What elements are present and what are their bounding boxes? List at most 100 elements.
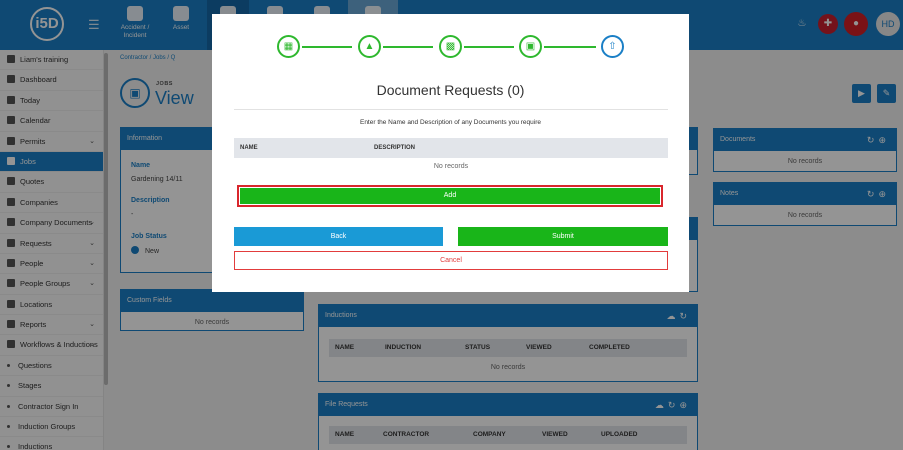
empty-message: No records [787, 212, 823, 219]
breadcrumb[interactable]: Contractor / Jobs / Q [120, 55, 176, 61]
step-calendar-icon[interactable]: ▦ [277, 35, 300, 58]
add-button[interactable]: Add [240, 188, 660, 204]
sidebar-item-label: Company Documents [20, 218, 93, 228]
report-icon [7, 320, 15, 329]
sidebar-item-label: Jobs [20, 156, 36, 166]
sidebar-item[interactable]: Calendar [0, 111, 103, 132]
sidebar-item[interactable]: Locations [0, 295, 103, 316]
panel-title: Documents [720, 136, 756, 143]
page-subtitle: JOBS [156, 81, 173, 87]
sidebar-item[interactable]: Contractor Sign In [0, 397, 103, 418]
menu-icon[interactable]: ☰ [88, 17, 100, 32]
column-header[interactable]: NAME [335, 344, 355, 351]
sidebar-item[interactable]: Requests⌄ [0, 234, 103, 254]
module-accident-incident[interactable]: Accident / Incident [115, 0, 155, 50]
submit-button[interactable]: Submit [458, 227, 668, 246]
step-document-icon[interactable]: ▩ [439, 35, 462, 58]
refresh-add-icons[interactable]: ↻⊕ [866, 135, 890, 145]
first-aid-icon [127, 6, 143, 21]
column-header[interactable]: STATUS [465, 344, 491, 351]
sidebar-item[interactable]: People ⌄ [0, 254, 103, 275]
requests-table-header: NAME DESCRIPTION [234, 138, 668, 158]
sidebar-item-label: Questions [18, 360, 52, 370]
sidebar-item-label: Locations [20, 299, 53, 309]
panel-header: Inductions ☁↻ [319, 305, 697, 327]
step-connector [464, 46, 514, 48]
module-asset[interactable]: Asset [160, 0, 202, 50]
location-icon [7, 299, 15, 308]
edit-button[interactable]: ✎ [877, 84, 896, 103]
panel-header: Custom Fields [121, 290, 303, 312]
chevron-down-icon: ⌄ [89, 341, 95, 349]
workflow-icon [7, 340, 15, 349]
column-header[interactable]: INDUCTION [385, 344, 422, 351]
request-icon [7, 238, 15, 247]
app-logo[interactable]: i5D [30, 7, 64, 41]
inductions-panel: Inductions ☁↻ NAME INDUCTION STATUS VIEWE… [318, 304, 698, 382]
upload-refresh-add-icons[interactable]: ☁↻⊕ [654, 400, 691, 410]
modal-title: Document Requests (0) [376, 82, 525, 98]
step-connector [544, 46, 596, 48]
column-header[interactable]: COMPLETED [589, 344, 630, 351]
step-upload-icon[interactable]: ⇧ [601, 35, 624, 58]
sidebar-item[interactable]: Quotes [0, 172, 103, 193]
add-button-highlight: Add [237, 185, 663, 207]
column-header-name[interactable]: NAME [240, 145, 258, 151]
upload-refresh-icons[interactable]: ☁↻ [666, 311, 691, 321]
name-value: Gardening 14/11 [131, 176, 183, 183]
user-avatar[interactable]: HD [876, 12, 900, 36]
column-header[interactable]: UPLOADED [601, 431, 638, 438]
sidebar-item[interactable]: People Groups⌄ [0, 274, 103, 295]
refresh-add-icons[interactable]: ↻⊕ [866, 189, 890, 199]
panel-title: Inductions [325, 312, 357, 319]
column-header-description[interactable]: DESCRIPTION [374, 145, 416, 151]
column-header[interactable]: CONTRACTOR [383, 431, 430, 438]
permit-icon [7, 136, 15, 145]
sidebar-item-label: People Groups [20, 279, 71, 289]
sidebar-item[interactable]: Dashboard [0, 70, 103, 91]
sidebar-item[interactable]: Workflows & Inductions⌄ [0, 335, 103, 356]
sidebar-item[interactable]: Jobs [0, 151, 103, 173]
back-button[interactable]: Back [234, 227, 443, 246]
chevron-down-icon: ⌄ [89, 259, 95, 267]
sidebar-item[interactable]: Permits⌄ [0, 132, 103, 152]
sidebar-item-label: Calendar [20, 116, 51, 126]
description-label: Description [131, 197, 170, 204]
sidebar-item-label: Companies [20, 197, 58, 207]
step-connector [302, 46, 352, 48]
flag-icon [7, 55, 15, 63]
sidebar-item[interactable]: Reports⌄ [0, 315, 103, 336]
step-hardhat-icon[interactable]: ▲ [358, 35, 381, 58]
bell-icon[interactable]: ♨ [797, 18, 807, 29]
sidebar-item[interactable]: Companies [0, 193, 103, 214]
sidebar-item[interactable]: Inductions [0, 437, 103, 450]
alert-drop-icon[interactable]: ● [844, 12, 868, 36]
sidebar-item[interactable]: Today [0, 91, 103, 112]
column-header[interactable]: VIEWED [542, 431, 568, 438]
column-header[interactable]: COMPANY [473, 431, 506, 438]
module-label: Accident / Incident [120, 24, 150, 39]
step-image-icon[interactable]: ▣ [519, 35, 542, 58]
asset-icon [173, 6, 189, 21]
sidebar-scrollbar[interactable] [104, 53, 108, 385]
notes-panel: Notes ↻⊕ No records [713, 182, 897, 226]
column-header[interactable]: VIEWED [526, 344, 552, 351]
column-header[interactable]: NAME [335, 431, 355, 438]
panel-title: Notes [720, 190, 739, 197]
description-value: - [131, 211, 134, 218]
page-title: View [155, 88, 194, 108]
step-connector [383, 46, 433, 48]
cancel-button[interactable]: Cancel [234, 251, 668, 270]
sidebar-item[interactable]: Liam's training [0, 50, 103, 71]
uk-flag-icon[interactable]: ✚ [818, 14, 838, 34]
play-button[interactable]: ▶ [852, 84, 871, 103]
bullet-icon [7, 363, 10, 367]
sidebar-item-label: Dashboard [20, 75, 57, 85]
sidebar-item[interactable]: Company Documents⌄ [0, 213, 103, 234]
sidebar-item[interactable]: Questions [0, 356, 103, 377]
people-icon [7, 258, 15, 267]
empty-message: No records [787, 158, 823, 165]
sidebar-item[interactable]: Induction Groups [0, 417, 103, 438]
sidebar-item[interactable]: Stages [0, 376, 103, 397]
sidebar-item-label: People [20, 258, 44, 268]
